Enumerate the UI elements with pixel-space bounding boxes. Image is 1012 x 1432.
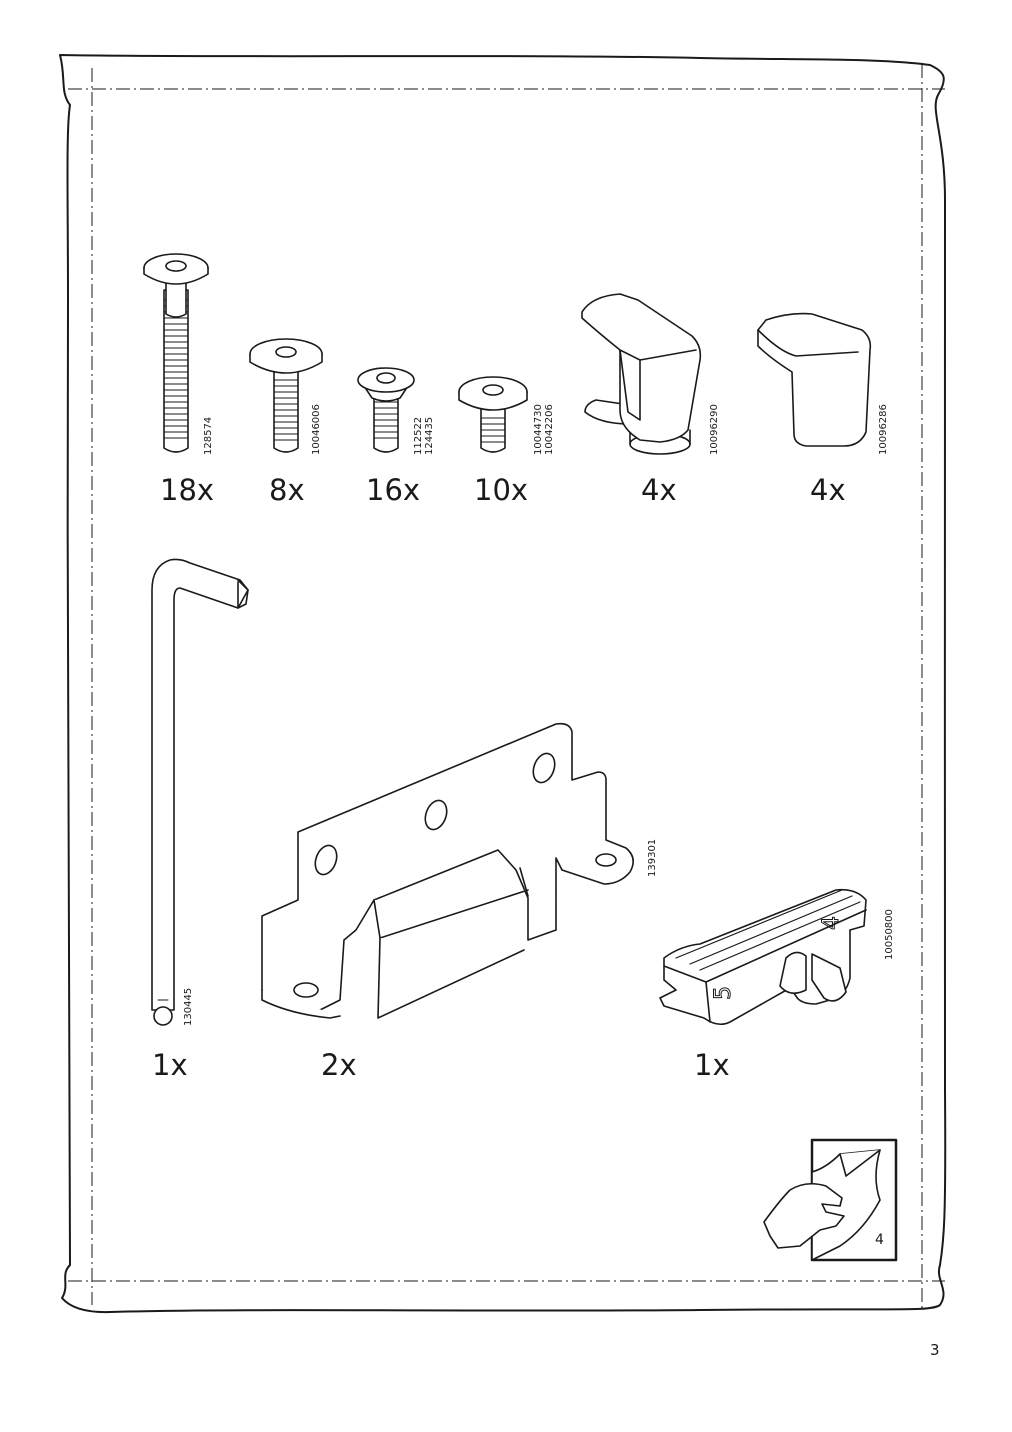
quantity-bolt-long: 18x bbox=[160, 473, 215, 507]
quantity-connector: 1x bbox=[694, 1048, 730, 1082]
connector-drawing: 5 4 bbox=[659, 888, 867, 1026]
quantity-screw-countersunk: 16x bbox=[366, 473, 421, 507]
clamp-bracket-drawing bbox=[581, 293, 702, 455]
bolt-long-drawing bbox=[143, 253, 209, 453]
turn-page-icon bbox=[763, 1138, 898, 1262]
quantity-cap: 4x bbox=[810, 473, 846, 507]
bolt-medium-drawing bbox=[249, 338, 323, 453]
screw-countersunk-drawing bbox=[357, 367, 415, 453]
part-number-bolt-long: 128574 bbox=[203, 416, 214, 455]
page-number: 3 bbox=[930, 1341, 940, 1359]
cap-drawing bbox=[757, 312, 872, 447]
turn-page-number: 4 bbox=[875, 1232, 884, 1248]
bolt-short-drawing bbox=[458, 376, 528, 453]
quantity-allen-key: 1x bbox=[152, 1048, 188, 1082]
bag-outline bbox=[59, 54, 947, 1314]
quantity-clamp-bracket: 4x bbox=[641, 473, 677, 507]
quantity-bolt-medium: 8x bbox=[269, 473, 305, 507]
mounting-plate-drawing bbox=[261, 722, 634, 1019]
part-number-cap: 10096286 bbox=[878, 404, 889, 455]
part-number-allen-key: 130445 bbox=[183, 987, 194, 1026]
allen-key-drawing bbox=[151, 558, 249, 1026]
quantity-mounting-plate: 2x bbox=[321, 1048, 357, 1082]
part-number-bolt-medium: 10046006 bbox=[311, 404, 322, 455]
svg-text:4: 4 bbox=[819, 916, 844, 930]
quantity-bolt-short: 10x bbox=[474, 473, 529, 507]
svg-text:5: 5 bbox=[711, 986, 736, 1000]
dash-dot-border bbox=[68, 64, 945, 1310]
part-number-mounting-plate: 139301 bbox=[647, 838, 658, 877]
part-number-clamp-bracket: 10096290 bbox=[709, 404, 720, 455]
part-number-connector: 10050800 bbox=[884, 909, 895, 960]
